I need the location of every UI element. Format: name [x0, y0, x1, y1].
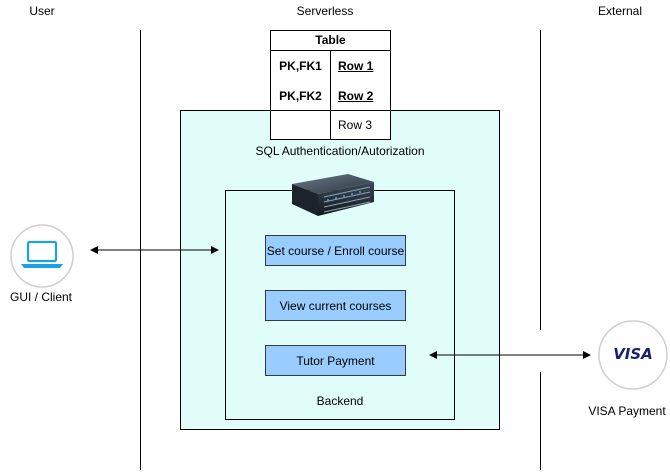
client-label: GUI / Client: [9, 290, 72, 304]
serverless-label: SQL Authentication/Autorization: [255, 144, 425, 158]
table-key: [271, 111, 331, 140]
lane-divider-right-upper: [540, 30, 541, 330]
table-value: Row 1: [338, 59, 374, 73]
visa-logo-text: VISA: [613, 345, 653, 363]
visa-label: VISA Payment: [588, 404, 666, 418]
visa-logo: VISA: [594, 320, 670, 392]
lane-label-external: External: [597, 4, 643, 18]
table-key-divider: [271, 110, 390, 111]
table-key: PK,FK2: [271, 82, 331, 111]
table-title: Table: [271, 31, 390, 51]
table-row: PK,FK1 Row 1: [271, 51, 390, 82]
view-courses-button[interactable]: View current courses: [265, 290, 406, 321]
table-row: PK,FK2 Row 2: [271, 82, 390, 111]
db-table: Table PK,FK1 Row 1 PK,FK2 Row 2 Row 3: [270, 30, 391, 140]
backend-label: Backend: [316, 394, 364, 408]
table-row: Row 3: [271, 111, 390, 140]
server-icon: [288, 170, 376, 218]
table-value: Row 3: [338, 118, 373, 132]
set-course-button[interactable]: Set course / Enroll course: [265, 235, 406, 266]
lane-label-user: User: [29, 4, 55, 18]
lane-label-serverless: Serverless: [296, 4, 354, 18]
laptop-icon: [4, 218, 80, 288]
lane-divider-right-lower: [540, 372, 541, 470]
tutor-payment-button[interactable]: Tutor Payment: [265, 345, 406, 376]
table-value: Row 2: [338, 89, 374, 103]
table-key: PK,FK1: [271, 51, 331, 82]
